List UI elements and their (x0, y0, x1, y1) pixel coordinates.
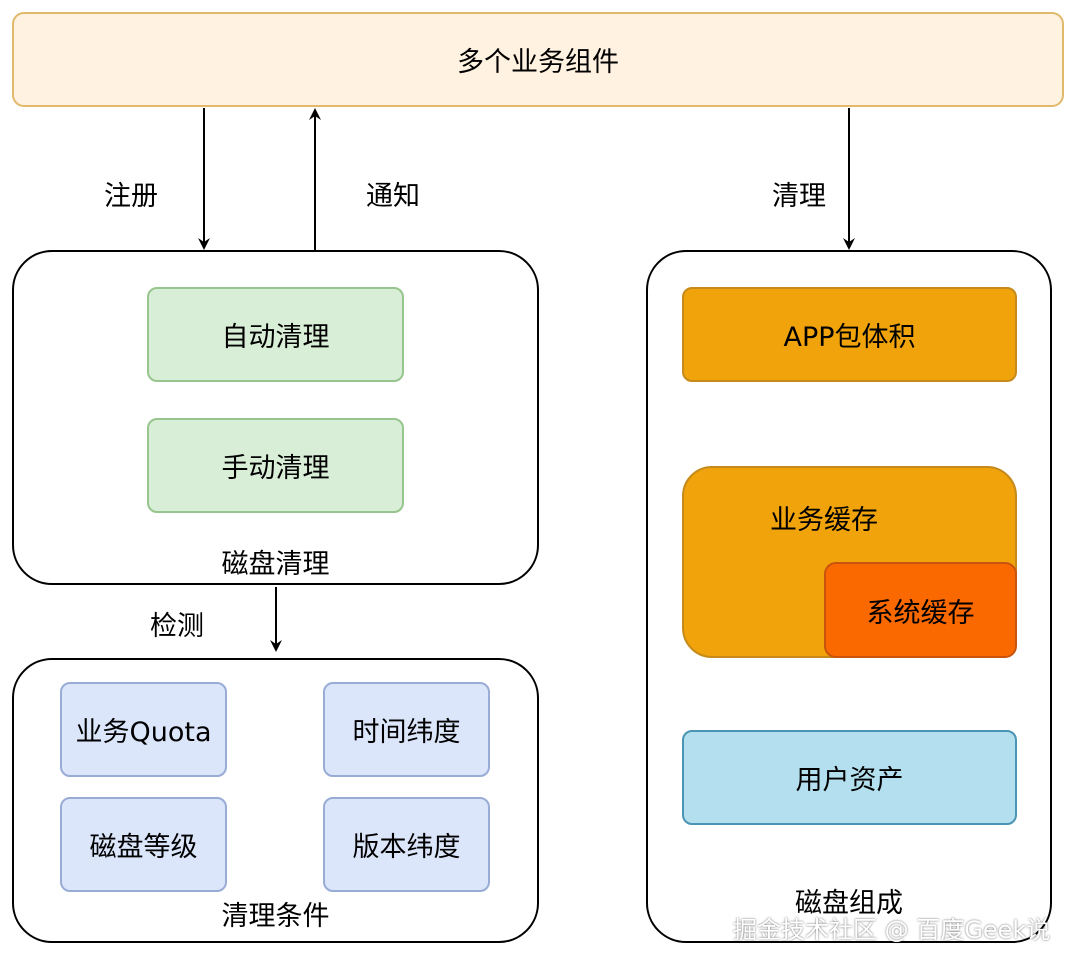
business-components-node: 多个业务组件 (12, 12, 1064, 107)
notify-label: 通知 (366, 181, 420, 212)
business-quota-node: 业务Quota (60, 682, 227, 777)
disk-level-label: 磁盘等级 (89, 832, 198, 863)
time-dimension-node: 时间纬度 (323, 682, 490, 777)
disk-cleanup-title-wrap: 磁盘清理 (12, 543, 539, 580)
auto-cleanup-node: 自动清理 (147, 287, 404, 382)
version-dimension-label: 版本纬度 (352, 832, 461, 863)
business-quota-label: 业务Quota (75, 717, 212, 748)
user-assets-label: 用户资产 (795, 765, 904, 796)
manual-cleanup-node: 手动清理 (147, 418, 404, 513)
user-assets-node: 用户资产 (682, 730, 1017, 825)
business-components-label: 多个业务组件 (457, 47, 619, 78)
cleanup-conditions-title: 清理条件 (221, 900, 330, 932)
time-dimension-label: 时间纬度 (352, 717, 461, 748)
version-dimension-node: 版本纬度 (323, 797, 490, 892)
watermark: 掘金技术社区 @ 百度Geek说 (733, 916, 1051, 944)
app-size-node: APP包体积 (682, 287, 1017, 382)
clean-label: 清理 (772, 181, 826, 212)
business-cache-label: 业务缓存 (770, 505, 878, 536)
detect-label: 检测 (150, 611, 204, 642)
disk-composition-title-wrap: 磁盘组成 (646, 882, 1052, 919)
system-cache-node: 系统缓存 (824, 562, 1017, 658)
system-cache-label: 系统缓存 (866, 597, 975, 629)
disk-cleanup-title: 磁盘清理 (221, 548, 330, 580)
register-label: 注册 (104, 181, 158, 212)
disk-composition-title: 磁盘组成 (795, 887, 903, 919)
manual-cleanup-label: 手动清理 (221, 453, 330, 484)
app-size-label: APP包体积 (783, 322, 916, 353)
disk-level-node: 磁盘等级 (60, 797, 227, 892)
cleanup-conditions-title-wrap: 清理条件 (12, 895, 539, 932)
auto-cleanup-label: 自动清理 (221, 322, 330, 353)
